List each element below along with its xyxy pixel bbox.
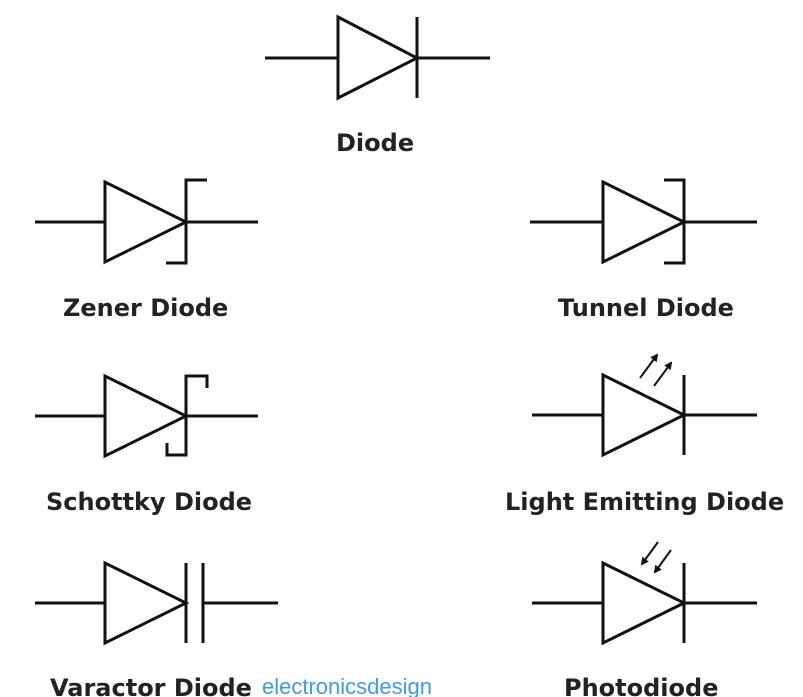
zener-diode-symbol: [35, 178, 258, 265]
site-watermark: electronicsdesign: [262, 674, 432, 697]
tunnel-diode-label: Tunnel Diode: [558, 294, 734, 322]
tunnel-diode-symbol: [530, 178, 757, 265]
schottky-diode-label: Schottky Diode: [46, 488, 253, 516]
diode-symbol: [265, 14, 490, 101]
led-emission-arrows-icon: [639, 353, 673, 387]
varactor-diode-symbol: [35, 560, 278, 646]
zener-diode-label: Zener Diode: [63, 294, 229, 322]
photodiode-label: Photodiode: [564, 674, 719, 697]
diode-label: Diode: [336, 129, 415, 157]
photodiode-symbol: [532, 560, 757, 646]
led-symbol: [532, 372, 757, 458]
schottky-diode-symbol: [35, 373, 258, 459]
photodiode-incoming-arrows-icon: [640, 541, 672, 574]
led-label: Light Emitting Diode: [505, 488, 785, 516]
varactor-diode-label: Varactor Diode: [50, 674, 252, 697]
